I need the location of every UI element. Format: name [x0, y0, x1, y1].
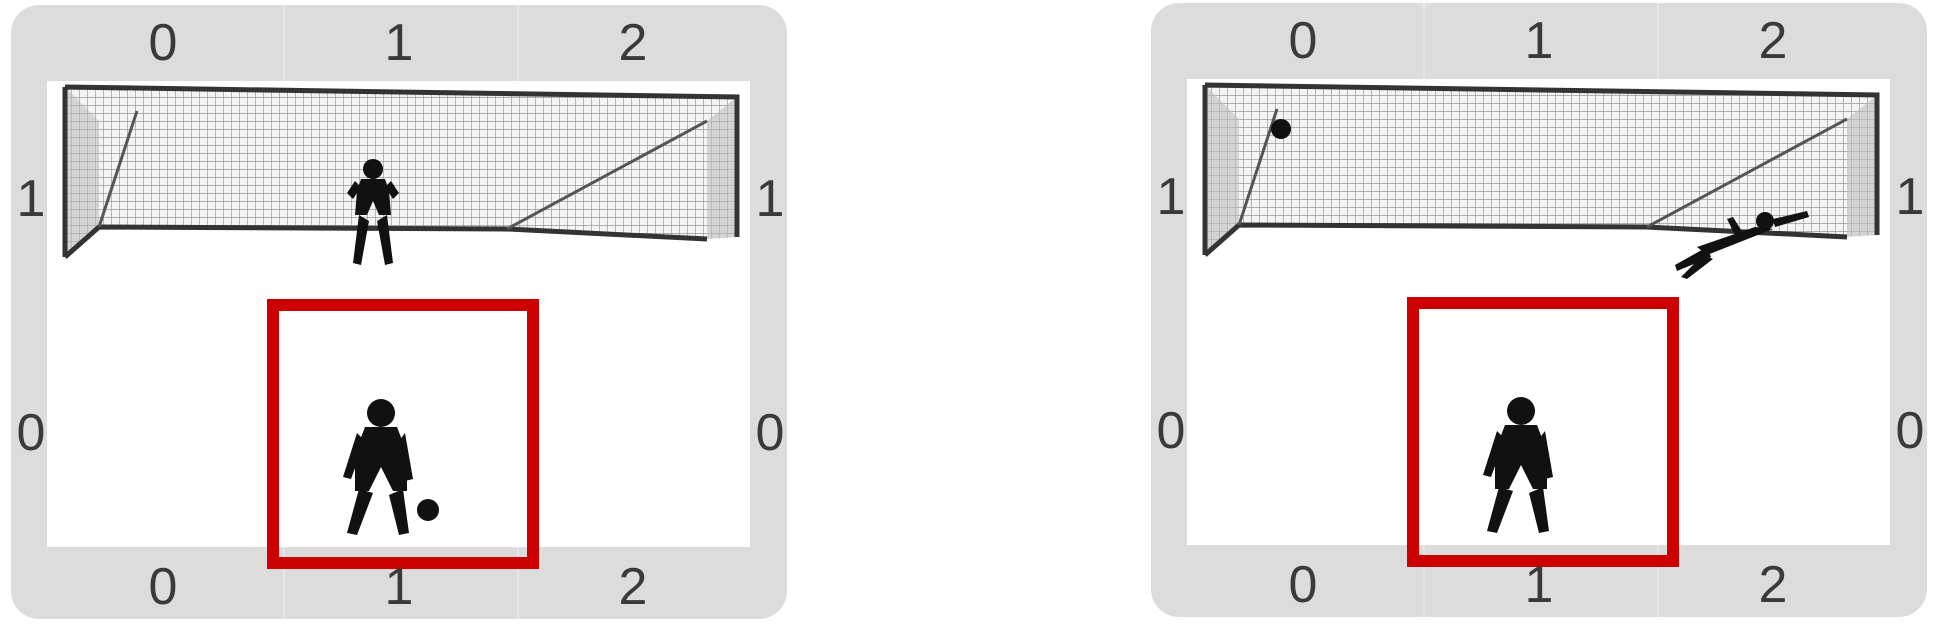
right-label-row-1: 1	[1895, 168, 1925, 226]
selected-cell-highlight	[267, 299, 539, 569]
right-label-row-0: 0	[1895, 402, 1925, 460]
bottom-label-col-1: 1	[384, 558, 414, 616]
left-label-row-0: 0	[16, 404, 46, 462]
penalty-taker-icon	[343, 399, 439, 535]
ball-icon	[1271, 119, 1291, 139]
right-label-row-1: 1	[755, 170, 785, 228]
selected-cell-highlight	[1407, 297, 1679, 567]
right-label-row-0: 0	[755, 404, 785, 462]
pitch-area	[47, 81, 750, 547]
goalkeeper-standing-icon	[347, 159, 399, 265]
pitch-area	[1187, 79, 1890, 545]
top-label-col-1: 1	[1524, 12, 1554, 70]
top-label-col-0: 0	[148, 14, 178, 72]
bottom-label-col-0: 0	[148, 558, 178, 616]
penalty-taker-icon	[1483, 397, 1553, 533]
top-label-col-1: 1	[384, 14, 414, 72]
goalkeeper-diving-icon	[1675, 211, 1809, 279]
penalty-board-right: 0 1 2	[1151, 3, 1927, 617]
bottom-label-col-1: 1	[1524, 556, 1554, 614]
bottom-label-col-2: 2	[618, 558, 648, 616]
penalty-board-left: 0 1 2	[11, 5, 787, 619]
bottom-label-col-0: 0	[1288, 556, 1318, 614]
bottom-label-col-2: 2	[1758, 556, 1788, 614]
left-label-row-1: 1	[16, 170, 46, 228]
top-label-col-2: 2	[1758, 12, 1788, 70]
top-label-col-0: 0	[1288, 12, 1318, 70]
left-label-row-1: 1	[1156, 168, 1186, 226]
goal-net-icon	[62, 84, 740, 259]
left-label-row-0: 0	[1156, 402, 1186, 460]
top-label-col-2: 2	[618, 14, 648, 72]
goal-net-icon	[1202, 82, 1880, 257]
